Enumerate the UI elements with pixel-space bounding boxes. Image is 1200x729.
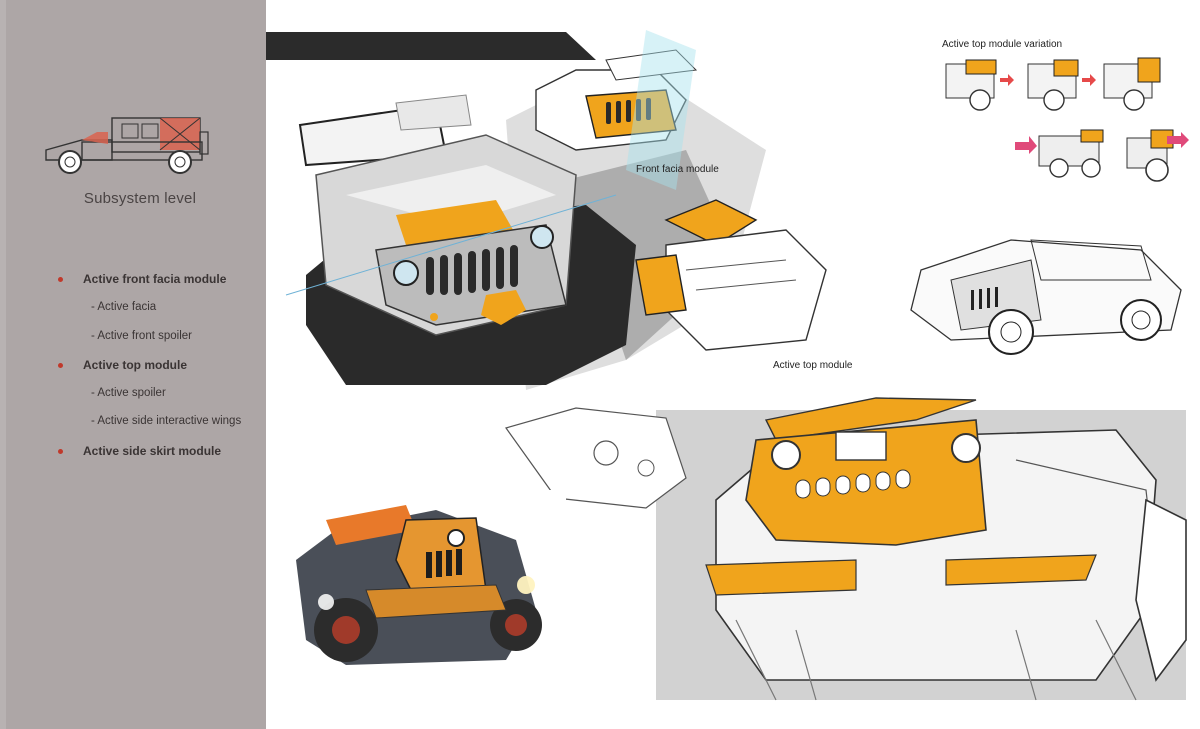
- top-dark-band: [266, 32, 626, 70]
- subitem-active-side-wings: - Active side interactive wings: [91, 415, 242, 427]
- arrow-right-icon: [1000, 74, 1096, 86]
- glow-streak: [626, 30, 696, 190]
- jeep-thumbnail-icon: [45, 117, 209, 174]
- variation-strip: [945, 57, 1161, 111]
- subitem-active-spoiler: - Active spoiler: [91, 387, 166, 399]
- pencil-jeep-sketch: [910, 239, 1182, 355]
- hinge-detail-sketch: [505, 407, 687, 509]
- top-module-sketch: [635, 199, 827, 351]
- sketch-canvas: Front facia module Active top module Act…: [266, 0, 1200, 729]
- caption-top-module: Active top module: [773, 360, 853, 371]
- rendered-jeep-image: [266, 490, 566, 680]
- wing-variation-sketch: [1015, 129, 1189, 182]
- sidebar-edge: [0, 0, 6, 729]
- front-view-sketch: [705, 397, 1187, 701]
- module-label: Active top module: [83, 358, 188, 372]
- caption-front-facia: Front facia module: [636, 164, 719, 175]
- caption-top-variation: Active top module variation: [942, 39, 1063, 50]
- bullet-dot: [58, 363, 63, 368]
- front-facia-render: [285, 94, 636, 385]
- module-label: Active front facia module: [83, 272, 227, 286]
- subsystem-title: Subsystem level: [83, 190, 197, 207]
- facia-detail-sketch: [535, 49, 698, 151]
- module-label: Active side skirt module: [83, 444, 222, 458]
- subitem-active-front-spoiler: - Active front spoiler: [91, 330, 192, 342]
- subitem-active-facia: - Active facia: [91, 301, 157, 313]
- sidebar-panel: Subsystem level Active front facia modul…: [0, 0, 266, 729]
- bullet-dot: [58, 277, 63, 282]
- bullet-dot: [58, 449, 63, 454]
